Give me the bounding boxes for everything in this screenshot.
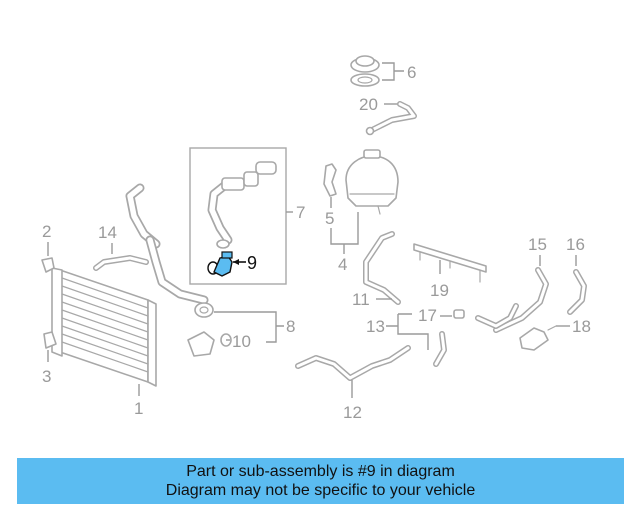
callout-16: 16: [566, 235, 585, 254]
banner-line-1: Part or sub-assembly is #9 in diagram: [186, 463, 455, 480]
banner-line-2: Diagram may not be specific to your vehi…: [165, 482, 476, 499]
part-5-bracket[interactable]: [323, 163, 337, 197]
callout-11: 11: [352, 290, 370, 309]
part-9-elbow-hose[interactable]: [207, 251, 233, 277]
part-15-hose[interactable]: [493, 267, 549, 333]
part-7-box: [189, 147, 287, 285]
part-3-mount[interactable]: [43, 331, 57, 349]
callout-20: 20: [359, 95, 378, 114]
callout-19: 19: [430, 281, 449, 300]
callout-8: 8: [286, 317, 295, 336]
leader-13: [386, 313, 429, 350]
callout-2: 2: [42, 222, 51, 241]
upper-radiator-hose[interactable]: [125, 183, 161, 249]
part-11-line[interactable]: [363, 231, 401, 305]
part-16-hose[interactable]: [567, 269, 587, 315]
info-banner: Part or sub-assembly is #9 in diagram Di…: [17, 458, 624, 504]
callout-14: 14: [98, 223, 117, 242]
callout-12: 12: [343, 403, 362, 422]
part-2-mount[interactable]: [41, 257, 55, 273]
lower-radiator-hose[interactable]: [145, 235, 209, 305]
callout-10: 10: [232, 332, 251, 351]
part-19-bracket[interactable]: [413, 243, 487, 283]
part-18-sensor[interactable]: [519, 325, 557, 351]
leader-6: [382, 62, 404, 81]
part-6-cap[interactable]: [350, 55, 380, 87]
callout-9: 9: [247, 253, 257, 273]
callout-15: 15: [528, 235, 547, 254]
part-14-pipe[interactable]: [93, 255, 149, 271]
part-20-line[interactable]: [365, 101, 417, 136]
leader-8: [214, 311, 284, 343]
callout-6: 6: [407, 63, 416, 82]
leader-9-arrow: [233, 259, 239, 265]
callout-7: 7: [296, 203, 305, 222]
callout-1: 1: [134, 399, 143, 418]
part-4-reservoir[interactable]: [345, 149, 399, 215]
callout-13: 13: [366, 317, 385, 336]
part-13-hose[interactable]: [433, 303, 519, 367]
part-1-radiator[interactable]: [51, 267, 157, 387]
part-17-fitting[interactable]: [453, 309, 465, 319]
leader-4: [330, 212, 359, 254]
callout-3: 3: [42, 367, 51, 386]
callout-5: 5: [325, 209, 334, 228]
part-7-hose-assembly[interactable]: [207, 161, 277, 249]
part-8-flange[interactable]: [194, 302, 214, 318]
callout-18: 18: [572, 317, 591, 336]
callout-17: 17: [418, 306, 437, 325]
part-10-thermostat-housing[interactable]: [187, 331, 232, 357]
callout-4: 4: [338, 255, 347, 274]
part-12-pipe[interactable]: [295, 345, 411, 381]
